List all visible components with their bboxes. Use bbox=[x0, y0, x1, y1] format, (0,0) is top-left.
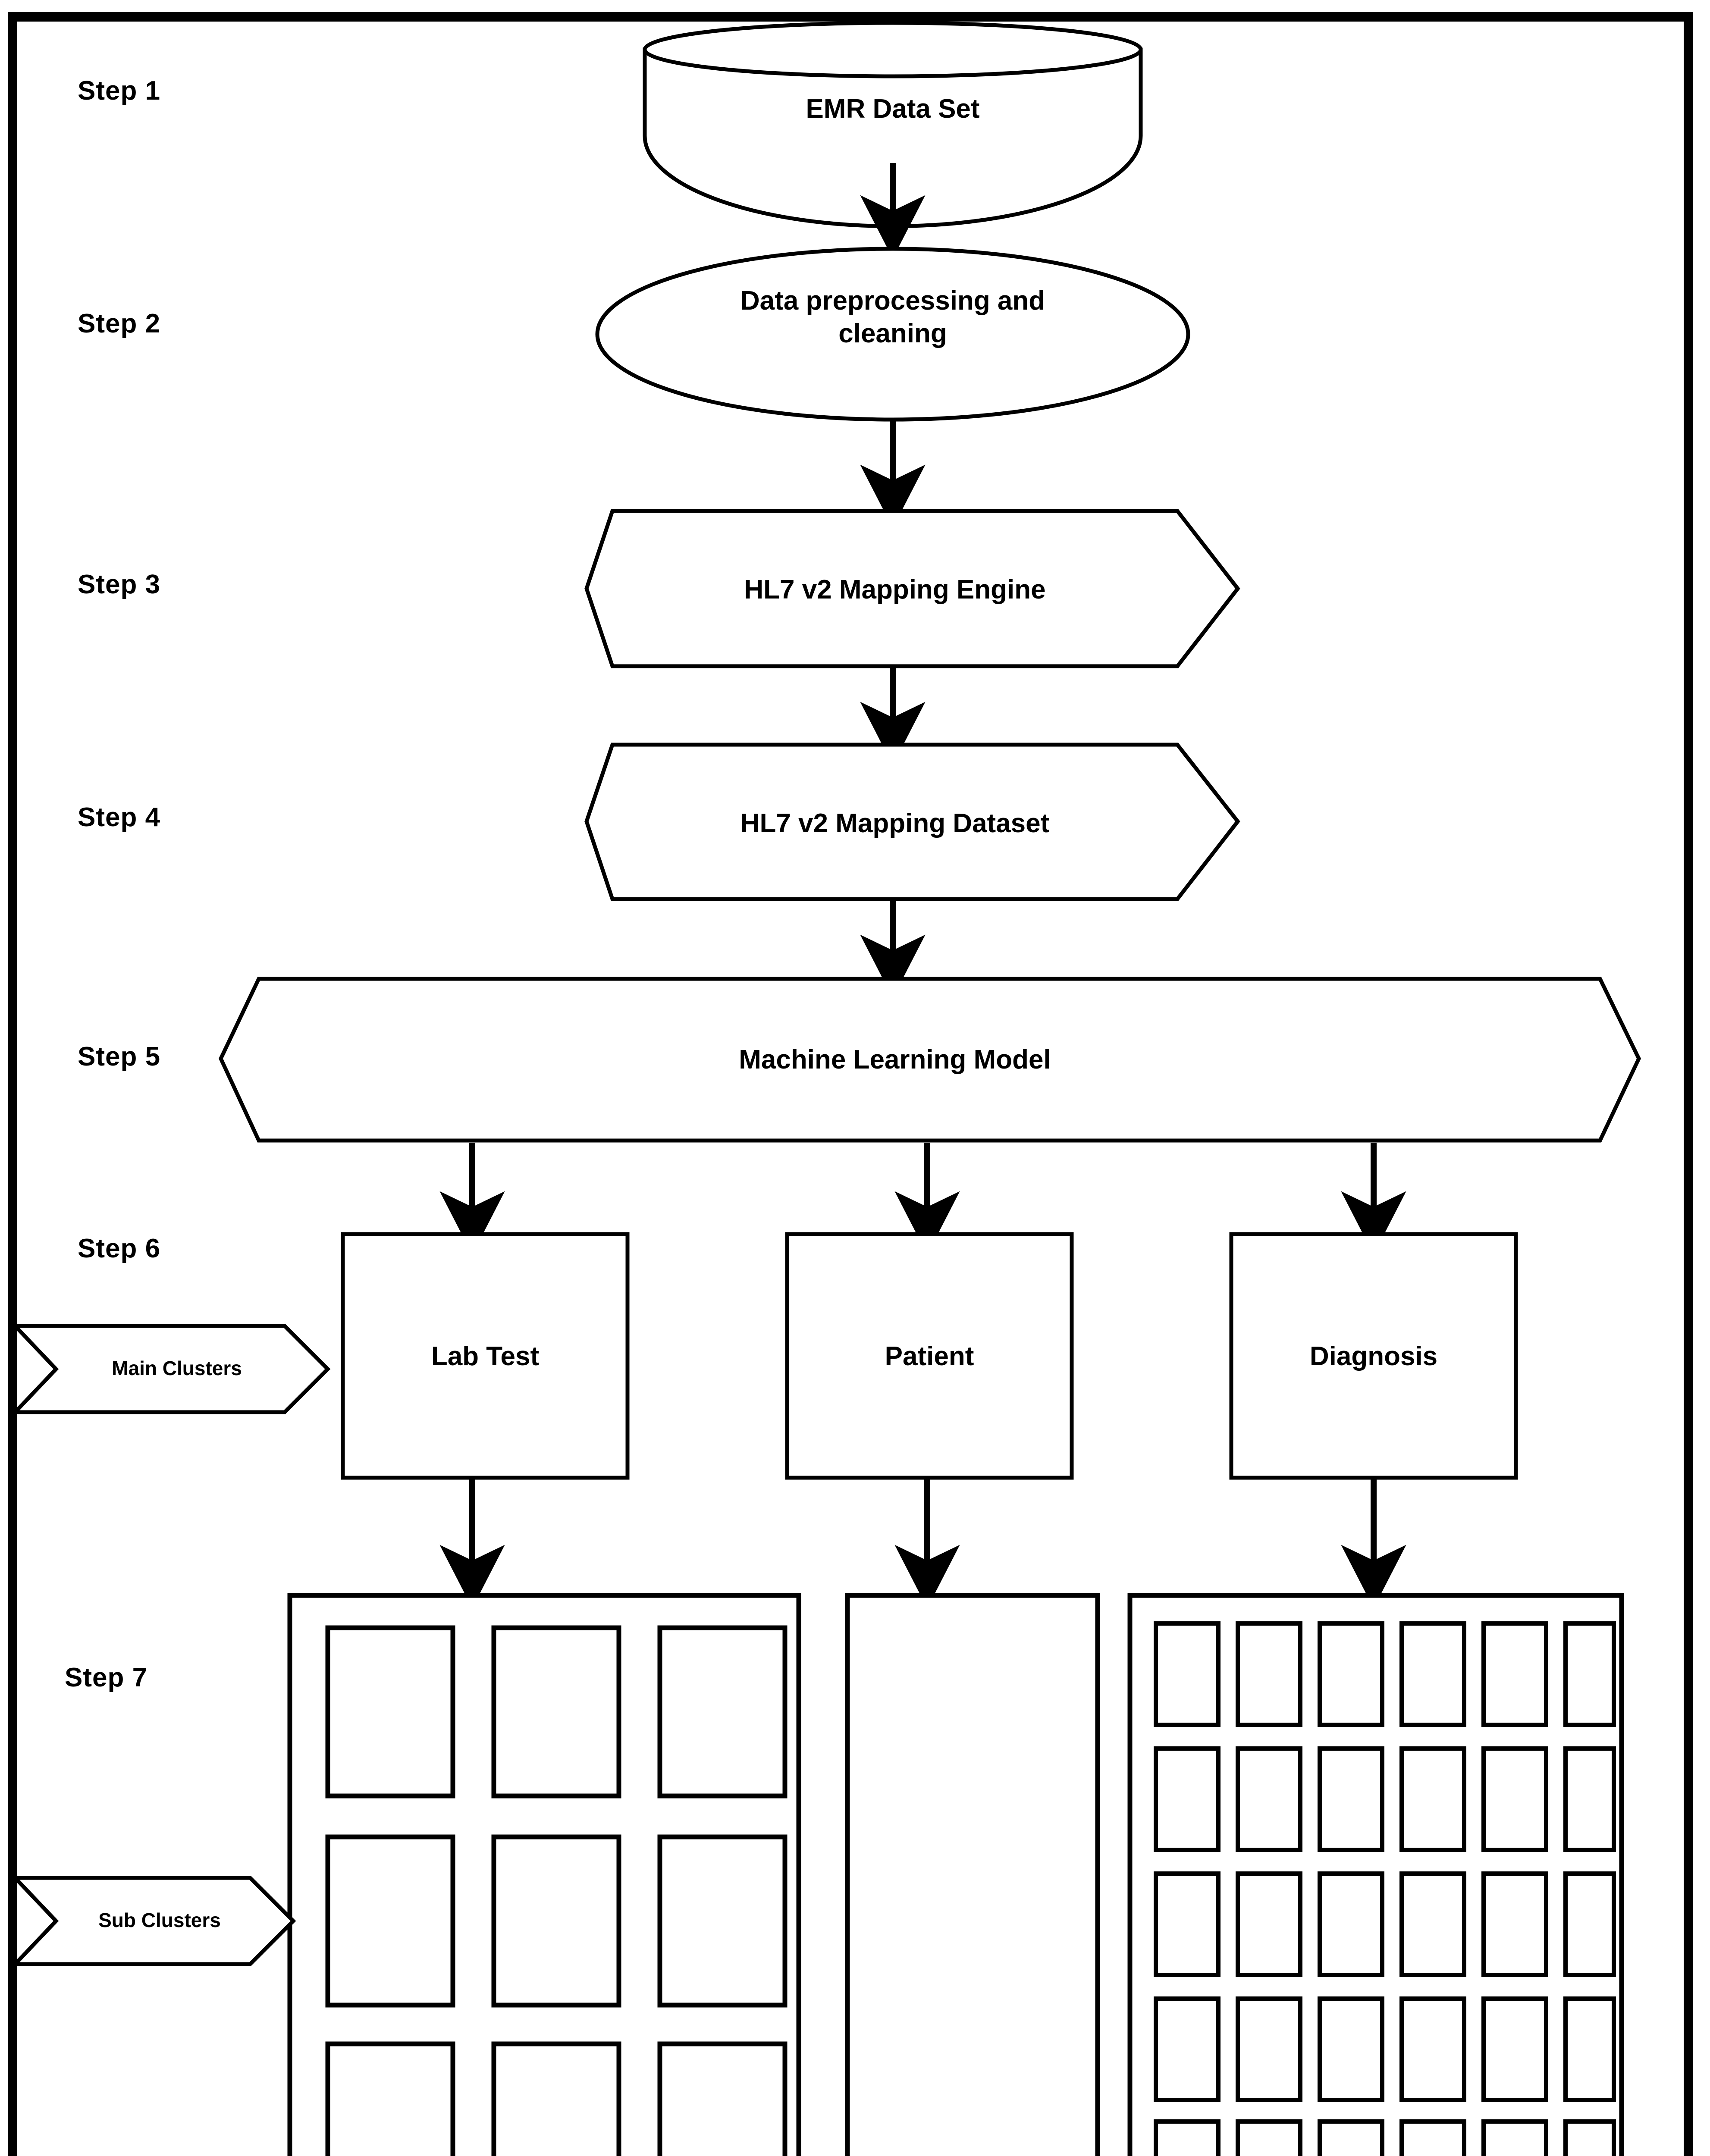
preprocessing-label: Data preprocessing and cleaning bbox=[740, 286, 1045, 348]
main-clusters-label: Main Clusters bbox=[112, 1357, 242, 1379]
mapping-engine-label: HL7 v2 Mapping Engine bbox=[744, 575, 1046, 605]
step-label-step2: Step 2 bbox=[78, 309, 161, 338]
patient-label: Patient bbox=[885, 1341, 974, 1371]
step-label-step1: Step 1 bbox=[78, 76, 161, 106]
diagnosis-label: Diagnosis bbox=[1309, 1341, 1438, 1371]
step-label-step3: Step 3 bbox=[78, 570, 161, 599]
step-label-step6: Step 6 bbox=[78, 1234, 161, 1263]
sub-clusters-label: Sub Clusters bbox=[98, 1909, 221, 1931]
emr-data-set-label: EMR Data Set bbox=[806, 94, 980, 124]
step-label-step4: Step 4 bbox=[78, 802, 161, 832]
step-label-step7: Step 7 bbox=[65, 1663, 148, 1692]
mapping-dataset-label: HL7 v2 Mapping Dataset bbox=[740, 808, 1050, 838]
ml-model-label: Machine Learning Model bbox=[739, 1045, 1051, 1075]
step-label-step5: Step 5 bbox=[78, 1042, 161, 1072]
lab-test-label: Lab Test bbox=[431, 1341, 540, 1371]
